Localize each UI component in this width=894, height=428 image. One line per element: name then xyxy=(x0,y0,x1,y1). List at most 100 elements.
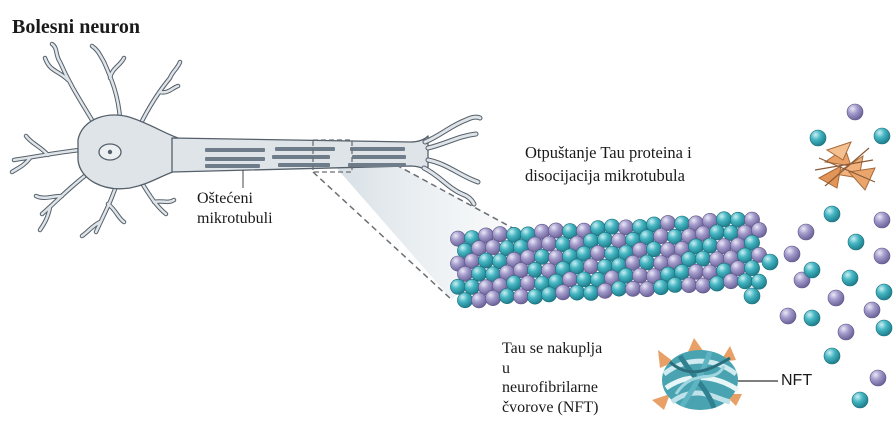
microtubule-bar xyxy=(352,155,406,159)
alpha-tubulin-bead xyxy=(457,293,472,308)
alpha-tubulin-bead xyxy=(744,288,760,304)
beta-tubulin-bead xyxy=(874,248,890,264)
alpha-tubulin-bead xyxy=(478,253,493,268)
beta-tubulin-bead xyxy=(784,246,800,262)
beta-tubulin-bead xyxy=(513,289,528,304)
alpha-tubulin-bead xyxy=(464,279,479,294)
beta-tubulin-bead xyxy=(874,212,890,228)
alpha-tubulin-bead xyxy=(709,225,724,240)
alpha-tubulin-bead xyxy=(653,280,668,295)
alpha-tubulin-bead xyxy=(597,232,612,247)
alpha-tubulin-bead xyxy=(842,270,858,286)
beta-tubulin-bead xyxy=(555,285,570,300)
beta-tubulin-bead xyxy=(520,276,535,291)
alpha-tubulin-bead xyxy=(852,392,868,408)
beta-tubulin-bead xyxy=(660,215,675,230)
microtubule-bar xyxy=(348,163,406,167)
beta-tubulin-bead xyxy=(653,229,668,244)
tau-fragment xyxy=(652,394,670,410)
alpha-tubulin-bead xyxy=(762,254,778,270)
beta-tubulin-bead xyxy=(688,264,703,279)
microtubule-bar xyxy=(205,164,260,168)
tau-release-label: Otpuštanje Tau proteina i disocijacija m… xyxy=(525,141,692,188)
nucleolus xyxy=(108,150,112,154)
beta-tubulin-bead xyxy=(681,278,696,293)
beta-tubulin-bead xyxy=(695,278,710,293)
beta-tubulin-bead xyxy=(485,240,500,255)
alpha-tubulin-bead xyxy=(848,234,864,250)
beta-tubulin-bead xyxy=(798,224,814,240)
label-line: Otpuštanje Tau proteina i xyxy=(525,141,692,164)
microtubule-bar xyxy=(350,147,405,151)
alpha-tubulin-bead xyxy=(646,242,661,257)
beta-tubulin-bead xyxy=(723,274,738,289)
beta-tubulin-bead xyxy=(541,236,556,251)
beta-tubulin-bead xyxy=(471,293,486,308)
alpha-tubulin-bead xyxy=(804,310,820,326)
tau-fragment xyxy=(849,168,875,190)
beta-tubulin-bead xyxy=(492,227,507,242)
alpha-tubulin-bead xyxy=(541,287,556,302)
beta-tubulin-bead xyxy=(548,223,563,238)
dendrite xyxy=(140,180,174,214)
beta-tubulin-bead xyxy=(632,268,647,283)
alpha-tubulin-bead xyxy=(534,249,549,264)
alpha-tubulin-bead xyxy=(695,251,710,266)
alpha-tubulin-bead xyxy=(576,272,591,287)
alpha-tubulin-bead xyxy=(824,206,840,222)
label-line: mikrotubuli xyxy=(197,209,273,229)
dendrite-inner xyxy=(12,136,80,172)
alpha-tubulin-bead xyxy=(876,320,892,336)
alpha-tubulin-bead xyxy=(737,274,752,289)
beta-tubulin-bead xyxy=(590,245,605,260)
cell-body xyxy=(78,115,178,189)
alpha-tubulin-bead xyxy=(702,238,717,253)
label-line: u xyxy=(502,359,602,379)
beta-tubulin-bead xyxy=(485,291,500,306)
beta-tubulin-bead xyxy=(828,290,844,306)
alpha-tubulin-bead xyxy=(471,266,486,281)
alpha-tubulin-bead xyxy=(639,255,654,270)
alpha-tubulin-bead xyxy=(744,261,759,276)
microtubule-bar xyxy=(205,157,265,161)
label-line: neurofibrilarne xyxy=(502,378,602,398)
label-line: čvorove (NFT) xyxy=(502,398,602,418)
microtubule-bar xyxy=(275,147,335,151)
beta-tubulin-bead xyxy=(780,308,796,324)
alpha-tubulin-bead xyxy=(604,219,619,234)
alpha-tubulin-bead xyxy=(450,279,465,294)
alpha-tubulin-bead xyxy=(527,289,542,304)
alpha-tubulin-bead xyxy=(804,262,820,278)
alpha-tubulin-bead xyxy=(709,276,724,291)
tau-fragment xyxy=(688,338,704,352)
beta-tubulin-bead xyxy=(583,259,598,274)
beta-tubulin-bead xyxy=(870,370,886,386)
beta-tubulin-bead xyxy=(625,281,640,296)
alpha-tubulin-bead xyxy=(569,285,584,300)
nft-tangle xyxy=(652,338,742,410)
alpha-tubulin-bead xyxy=(874,128,890,144)
alpha-tubulin-bead xyxy=(667,277,682,292)
nft-label: NFT xyxy=(781,371,812,391)
beta-tubulin-bead xyxy=(838,324,854,340)
alpha-tubulin-bead xyxy=(499,289,514,304)
alpha-tubulin-bead xyxy=(527,262,542,277)
alpha-tubulin-bead xyxy=(810,130,826,146)
beta-tubulin-bead xyxy=(639,282,654,297)
label-line: Tau se nakuplja xyxy=(502,339,602,359)
beta-tubulin-bead xyxy=(597,283,612,298)
tau-aggregation-label: Tau se nakuplja u neurofibrilarne čvorov… xyxy=(502,339,602,418)
alpha-tubulin-bead xyxy=(824,348,840,364)
label-line: disocijacija mikrotubula xyxy=(525,164,692,187)
diagram-title: Bolesni neuron xyxy=(12,15,140,40)
microtubule-bar xyxy=(272,155,330,159)
free-tubulin-dimers xyxy=(744,104,892,408)
released-tau-aggregate xyxy=(815,142,875,190)
beta-tubulin-bead xyxy=(864,302,880,318)
axon-microtubules xyxy=(205,147,406,168)
label-line: Oštećeni xyxy=(197,189,273,209)
dendrite-inner xyxy=(45,44,95,125)
alpha-tubulin-bead xyxy=(611,281,626,296)
microtubule-bar xyxy=(205,148,265,152)
